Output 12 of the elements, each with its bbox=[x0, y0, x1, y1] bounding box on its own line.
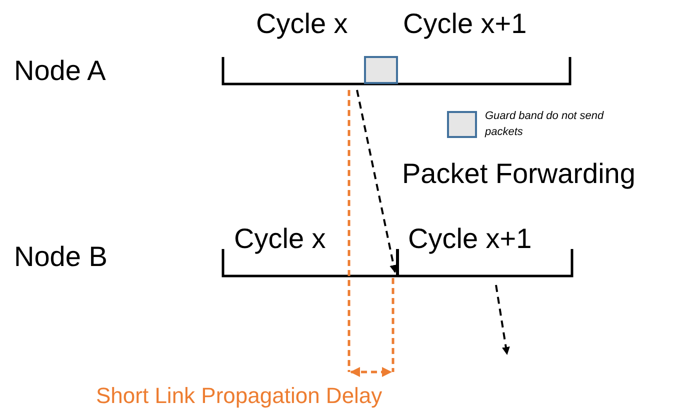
cycle-label: Cycle x+1 bbox=[408, 225, 532, 253]
cycle-label: Cycle x bbox=[234, 225, 326, 253]
legend-text: Guard band do not send packets bbox=[485, 109, 605, 140]
cycle-label: Cycle x bbox=[256, 10, 348, 38]
process-label: Packet Forwarding bbox=[402, 160, 636, 188]
arrow bbox=[356, 90, 398, 273]
cycle-label: Cycle x+1 bbox=[403, 10, 527, 38]
node-label: Node B bbox=[14, 243, 108, 271]
cycle-boundary-tick bbox=[396, 249, 399, 276]
node-label: Node A bbox=[14, 57, 106, 85]
delay-label: Short Link Propagation Delay bbox=[96, 385, 382, 407]
guard-band-box bbox=[364, 56, 398, 84]
